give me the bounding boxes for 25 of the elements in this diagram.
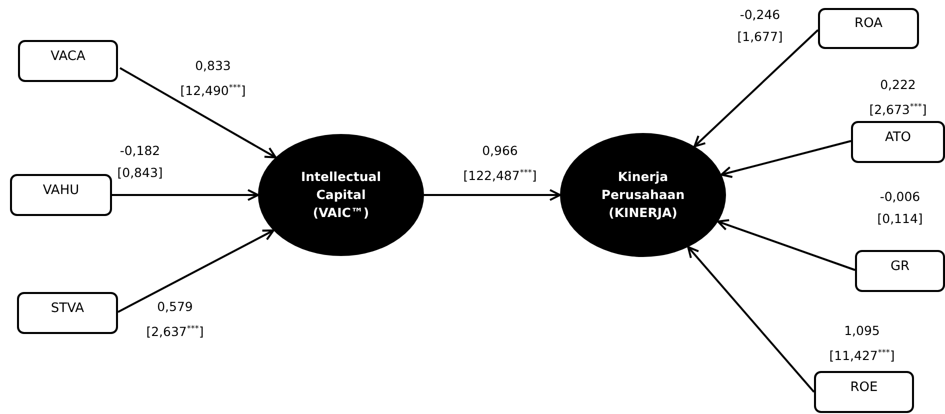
arrow [120,67,277,158]
indicator-box: VACA [18,40,118,82]
indicator-box: ATO [851,121,945,163]
path-coefficient-label: 0,833 [12,490$^{***}$] [180,57,246,100]
arrow [694,29,819,148]
arrow [687,246,815,393]
latent-variable-ellipse: Kinerja Perusahaan (KINERJA) [560,133,726,257]
indicator-box: ROE [814,371,914,413]
arrow [118,229,274,313]
indicator-box: GR [855,250,945,292]
path-coefficient-label: 0,966 [122,487$^{***}$] [463,142,537,186]
indicator-box: VAHU [10,174,112,216]
path-coefficient-label: -0,182 [0,843] [117,142,163,182]
path-coefficient-label: -0,246 [1,677] [737,6,783,46]
arrow [112,189,259,201]
indicator-box: STVA [17,292,118,334]
path-coefficient-label: 0,222 [2,673$^{***}$] [869,76,927,120]
arrow [720,140,852,178]
path-coefficient-label: -0,006 [0,114] [877,188,923,228]
indicator-box: ROA [818,8,919,49]
latent-variable-ellipse: Intellectual Capital (VAIC™) [258,134,424,256]
path-coefficient-label: 0,579 [2,637$^{***}$] [146,298,204,342]
arrow [717,219,856,271]
arrow [424,189,561,201]
path-coefficient-label: 1,095 [11,427$^{***}$] [829,322,895,366]
